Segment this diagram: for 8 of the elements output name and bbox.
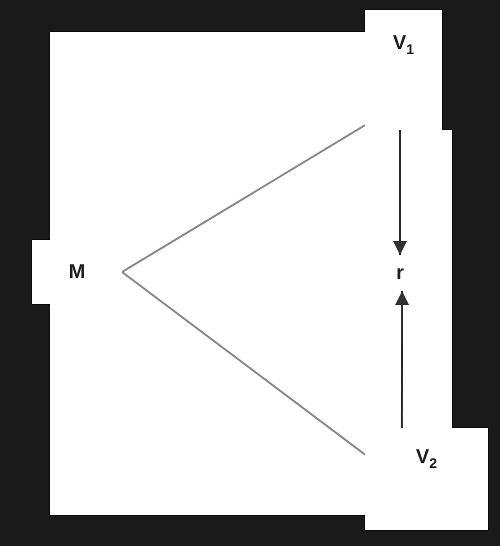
connector-line <box>121 271 366 456</box>
node-label: r <box>396 262 404 284</box>
node-label: V$_{1}$ <box>392 32 414 57</box>
node-label: M <box>68 260 86 284</box>
node-label: V$_{2}$ <box>416 446 438 471</box>
connector-line <box>121 124 366 273</box>
arrow <box>393 130 407 255</box>
arrow <box>395 291 410 428</box>
